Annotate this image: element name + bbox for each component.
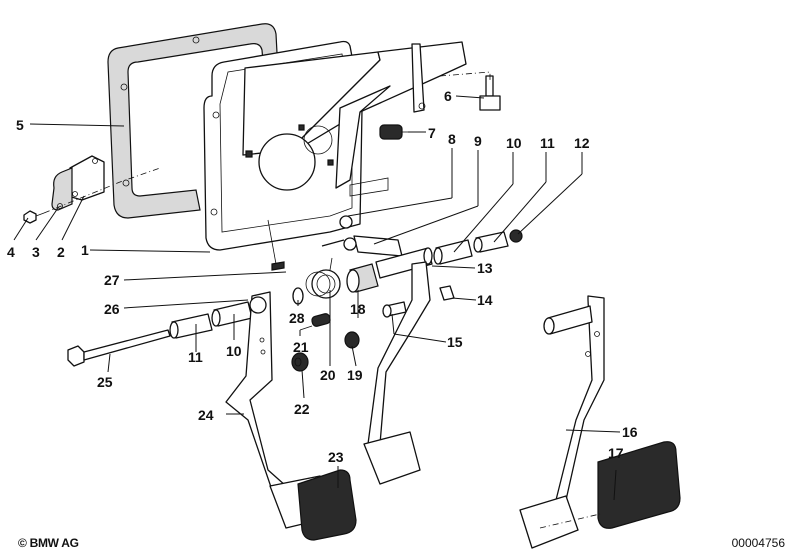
buffer-22-part[interactable] <box>291 352 309 372</box>
bushing-11-left-part[interactable] <box>169 313 213 339</box>
callout-14[interactable]: 14 <box>477 292 493 308</box>
callout-19[interactable]: 19 <box>347 367 363 383</box>
bolt-6-part[interactable] <box>479 75 501 111</box>
callout-8[interactable]: 8 <box>448 131 456 147</box>
bracket-9-part[interactable] <box>353 235 403 257</box>
callout-11-right[interactable]: 11 <box>540 135 555 151</box>
pin-15-part[interactable] <box>382 301 407 318</box>
pedal-pad-17-part[interactable] <box>597 441 681 529</box>
screw-26-part[interactable] <box>321 237 357 251</box>
bolt-4-part[interactable] <box>23 210 45 224</box>
copyright-text: © BMW AG <box>18 536 79 550</box>
pedal-pad-23-part[interactable] <box>297 469 357 541</box>
callout-3[interactable]: 3 <box>32 244 40 260</box>
nut-8-part[interactable] <box>339 215 353 229</box>
callout-26[interactable]: 26 <box>104 301 120 317</box>
pedal-16-part[interactable] <box>519 295 605 549</box>
buffer-19-part[interactable] <box>344 331 360 349</box>
bushing-10-right-part[interactable] <box>433 239 473 265</box>
callout-18[interactable]: 18 <box>350 301 366 317</box>
diagram-number: 00004756 <box>731 536 785 550</box>
callout-21[interactable]: 21 <box>293 339 309 355</box>
spring-21-part[interactable] <box>299 313 331 331</box>
screw-27-part[interactable] <box>267 219 285 271</box>
callout-24[interactable]: 24 <box>198 407 214 423</box>
callout-10-right[interactable]: 10 <box>506 135 522 151</box>
callout-27[interactable]: 27 <box>104 272 120 288</box>
callout-25[interactable]: 25 <box>97 374 113 390</box>
callout-labels: 1 2 3 4 5 6 7 8 9 10 11 12 13 14 15 16 1… <box>7 88 638 465</box>
callout-6[interactable]: 6 <box>444 88 452 104</box>
callout-23[interactable]: 23 <box>328 449 344 465</box>
pedal-bracket-housing[interactable] <box>203 40 467 251</box>
callout-9[interactable]: 9 <box>474 133 482 149</box>
cover-plate-part[interactable] <box>67 155 105 201</box>
callout-22[interactable]: 22 <box>294 401 310 417</box>
callout-10-left[interactable]: 10 <box>226 343 242 359</box>
bushing-18-part[interactable] <box>346 263 379 293</box>
callout-5[interactable]: 5 <box>16 117 24 133</box>
gasket-plate-part[interactable] <box>51 167 73 211</box>
leader-lines <box>13 95 621 501</box>
bolt-25-part[interactable] <box>67 329 171 367</box>
callout-17[interactable]: 17 <box>608 445 624 461</box>
callout-20[interactable]: 20 <box>320 367 336 383</box>
callout-7[interactable]: 7 <box>428 125 436 141</box>
switch-7-part[interactable] <box>379 124 410 140</box>
brake-pedal-middle-part[interactable] <box>363 261 431 485</box>
callout-2[interactable]: 2 <box>57 244 65 260</box>
callout-11-left[interactable]: 11 <box>188 349 203 365</box>
clip-14-part[interactable] <box>439 285 455 301</box>
bushing-11-right-part[interactable] <box>473 231 509 253</box>
callout-12[interactable]: 12 <box>574 135 590 151</box>
spring-20-part[interactable] <box>305 257 341 299</box>
callout-28[interactable]: 28 <box>289 310 305 326</box>
callout-15[interactable]: 15 <box>447 334 463 350</box>
callout-13[interactable]: 13 <box>477 260 493 276</box>
shaft-13-part[interactable] <box>375 247 433 279</box>
callout-16[interactable]: 16 <box>622 424 638 440</box>
bushing-10-left-part[interactable] <box>211 301 253 327</box>
callout-1[interactable]: 1 <box>81 242 89 258</box>
callout-4[interactable]: 4 <box>7 244 15 260</box>
